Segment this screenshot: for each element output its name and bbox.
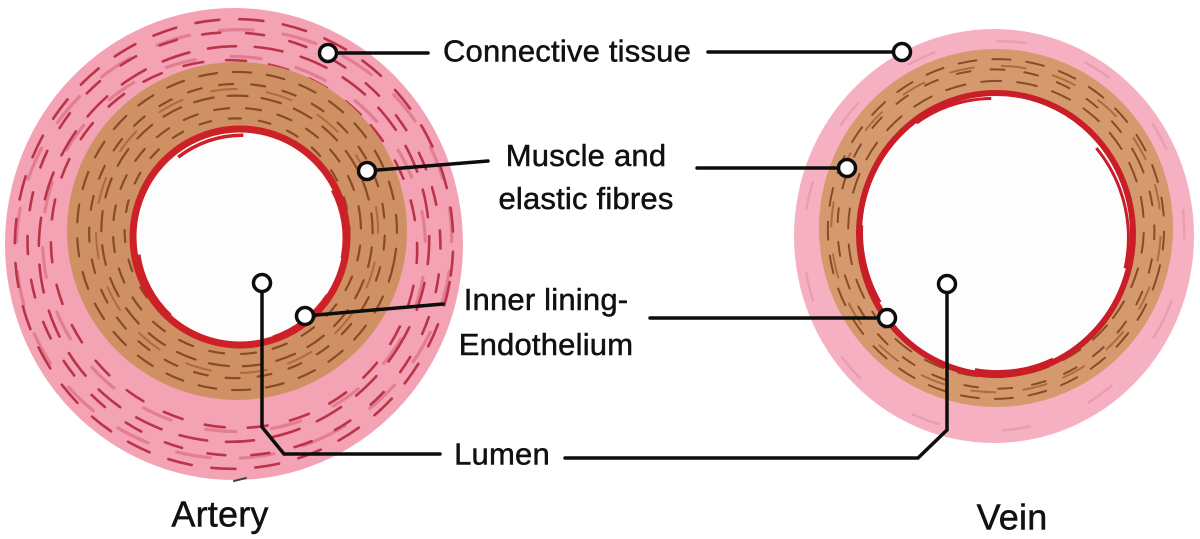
label-inner-lining-endothelium: Inner lining- Endothelium [458, 277, 634, 367]
label-connective-tissue: Connective tissue [442, 33, 692, 69]
caption-artery: Artery [171, 493, 269, 535]
artery-outer-streaks-light [14, 28, 454, 460]
vein-lumen [856, 90, 1136, 378]
vein-outer-streaks [802, 39, 1186, 433]
leader-lumen-artery [260, 290, 442, 456]
leader-muscle-artery [376, 159, 490, 172]
artery-cross-section [5, 8, 463, 480]
markers [251, 41, 958, 329]
marker-connective-artery [317, 42, 339, 64]
leader-lines [260, 50, 949, 460]
marker-lumen-vein [936, 273, 958, 295]
vein-muscle-streaks [826, 58, 1166, 400]
vein-endothelium-wobble [860, 96, 1130, 374]
artery-lumen [129, 125, 351, 349]
marker-inner-vein [876, 307, 898, 329]
vein-cross-section [794, 29, 1194, 443]
artery-outer-streaks [13, 17, 455, 471]
marker-muscle-vein [836, 157, 858, 179]
label-muscle-elastic-fibres: Muscle and elastic fibres [498, 134, 673, 220]
label-lumen: Lumen [454, 436, 550, 472]
label-inner-line1: Inner lining- [463, 282, 629, 318]
caption-vein: Vein [976, 496, 1048, 538]
marker-inner-artery [294, 305, 316, 327]
marker-connective-vein [891, 41, 913, 63]
label-muscle-line1: Muscle and [505, 138, 667, 174]
artery-muscle-streaks-light [94, 88, 380, 374]
marker-muscle-artery [356, 160, 378, 182]
leader-inner-artery [314, 302, 445, 317]
vein-muscle-streaks-light [830, 64, 1162, 394]
label-inner-line2: Endothelium [458, 327, 634, 363]
marker-lumen-artery [251, 272, 273, 294]
small-mark [233, 477, 247, 482]
label-muscle-line2: elastic fibres [498, 181, 674, 217]
leader-lumen-vein [563, 291, 949, 460]
artery-endothelium-wobble [135, 133, 347, 345]
